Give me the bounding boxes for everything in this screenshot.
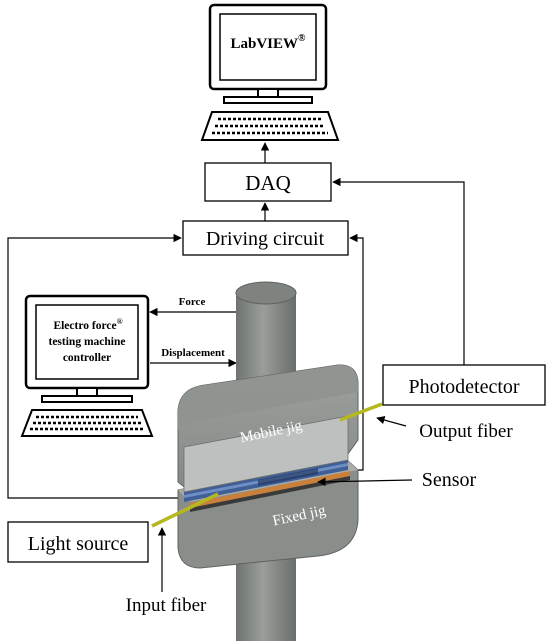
sensor-stack xyxy=(184,458,350,512)
driving-circuit-label: Driving circuit xyxy=(206,228,325,250)
sensor-pointer xyxy=(317,477,413,487)
controller-keyboard-icon xyxy=(20,409,154,437)
mobile-jig-front-face xyxy=(183,415,349,493)
daq-box xyxy=(204,162,332,202)
driving-circuit-box xyxy=(182,220,349,256)
labview-label: LabVIEW® xyxy=(230,33,306,52)
daq-label: DAQ xyxy=(245,171,291,195)
photodetector-to-daq-arrow xyxy=(332,177,465,365)
controller-label-line1: Electro force® xyxy=(53,317,122,332)
input-fiber-label: Input fiber xyxy=(126,595,207,616)
controller-computer-icon xyxy=(20,294,154,437)
left-feedback-line xyxy=(7,233,185,499)
output-fiber-segment xyxy=(339,402,383,422)
displacement-label: Displacement xyxy=(161,347,225,359)
labview-keyboard-icon xyxy=(200,111,340,141)
labview-computer-icon xyxy=(200,3,340,141)
sensor-label: Sensor xyxy=(422,469,477,491)
light-source-box xyxy=(7,521,149,563)
mobile-jig-shaft-top xyxy=(235,281,297,305)
connections xyxy=(7,142,465,499)
input-fiber-segment xyxy=(151,492,219,528)
controller-label-line2: testing machine xyxy=(49,336,126,348)
force-label: Force xyxy=(179,296,206,308)
fixed-jig-shaft xyxy=(236,555,296,641)
mobile-jig-shaft xyxy=(236,290,296,382)
light-source-label: Light source xyxy=(28,533,129,555)
test-fixture: Mobile jig Fixed jig xyxy=(151,281,383,641)
output-fiber-pointer xyxy=(376,415,407,427)
output-fiber-label: Output fiber xyxy=(419,421,513,442)
photodetector-label: Photodetector xyxy=(408,376,519,398)
controller-label-line3: controller xyxy=(63,352,111,364)
